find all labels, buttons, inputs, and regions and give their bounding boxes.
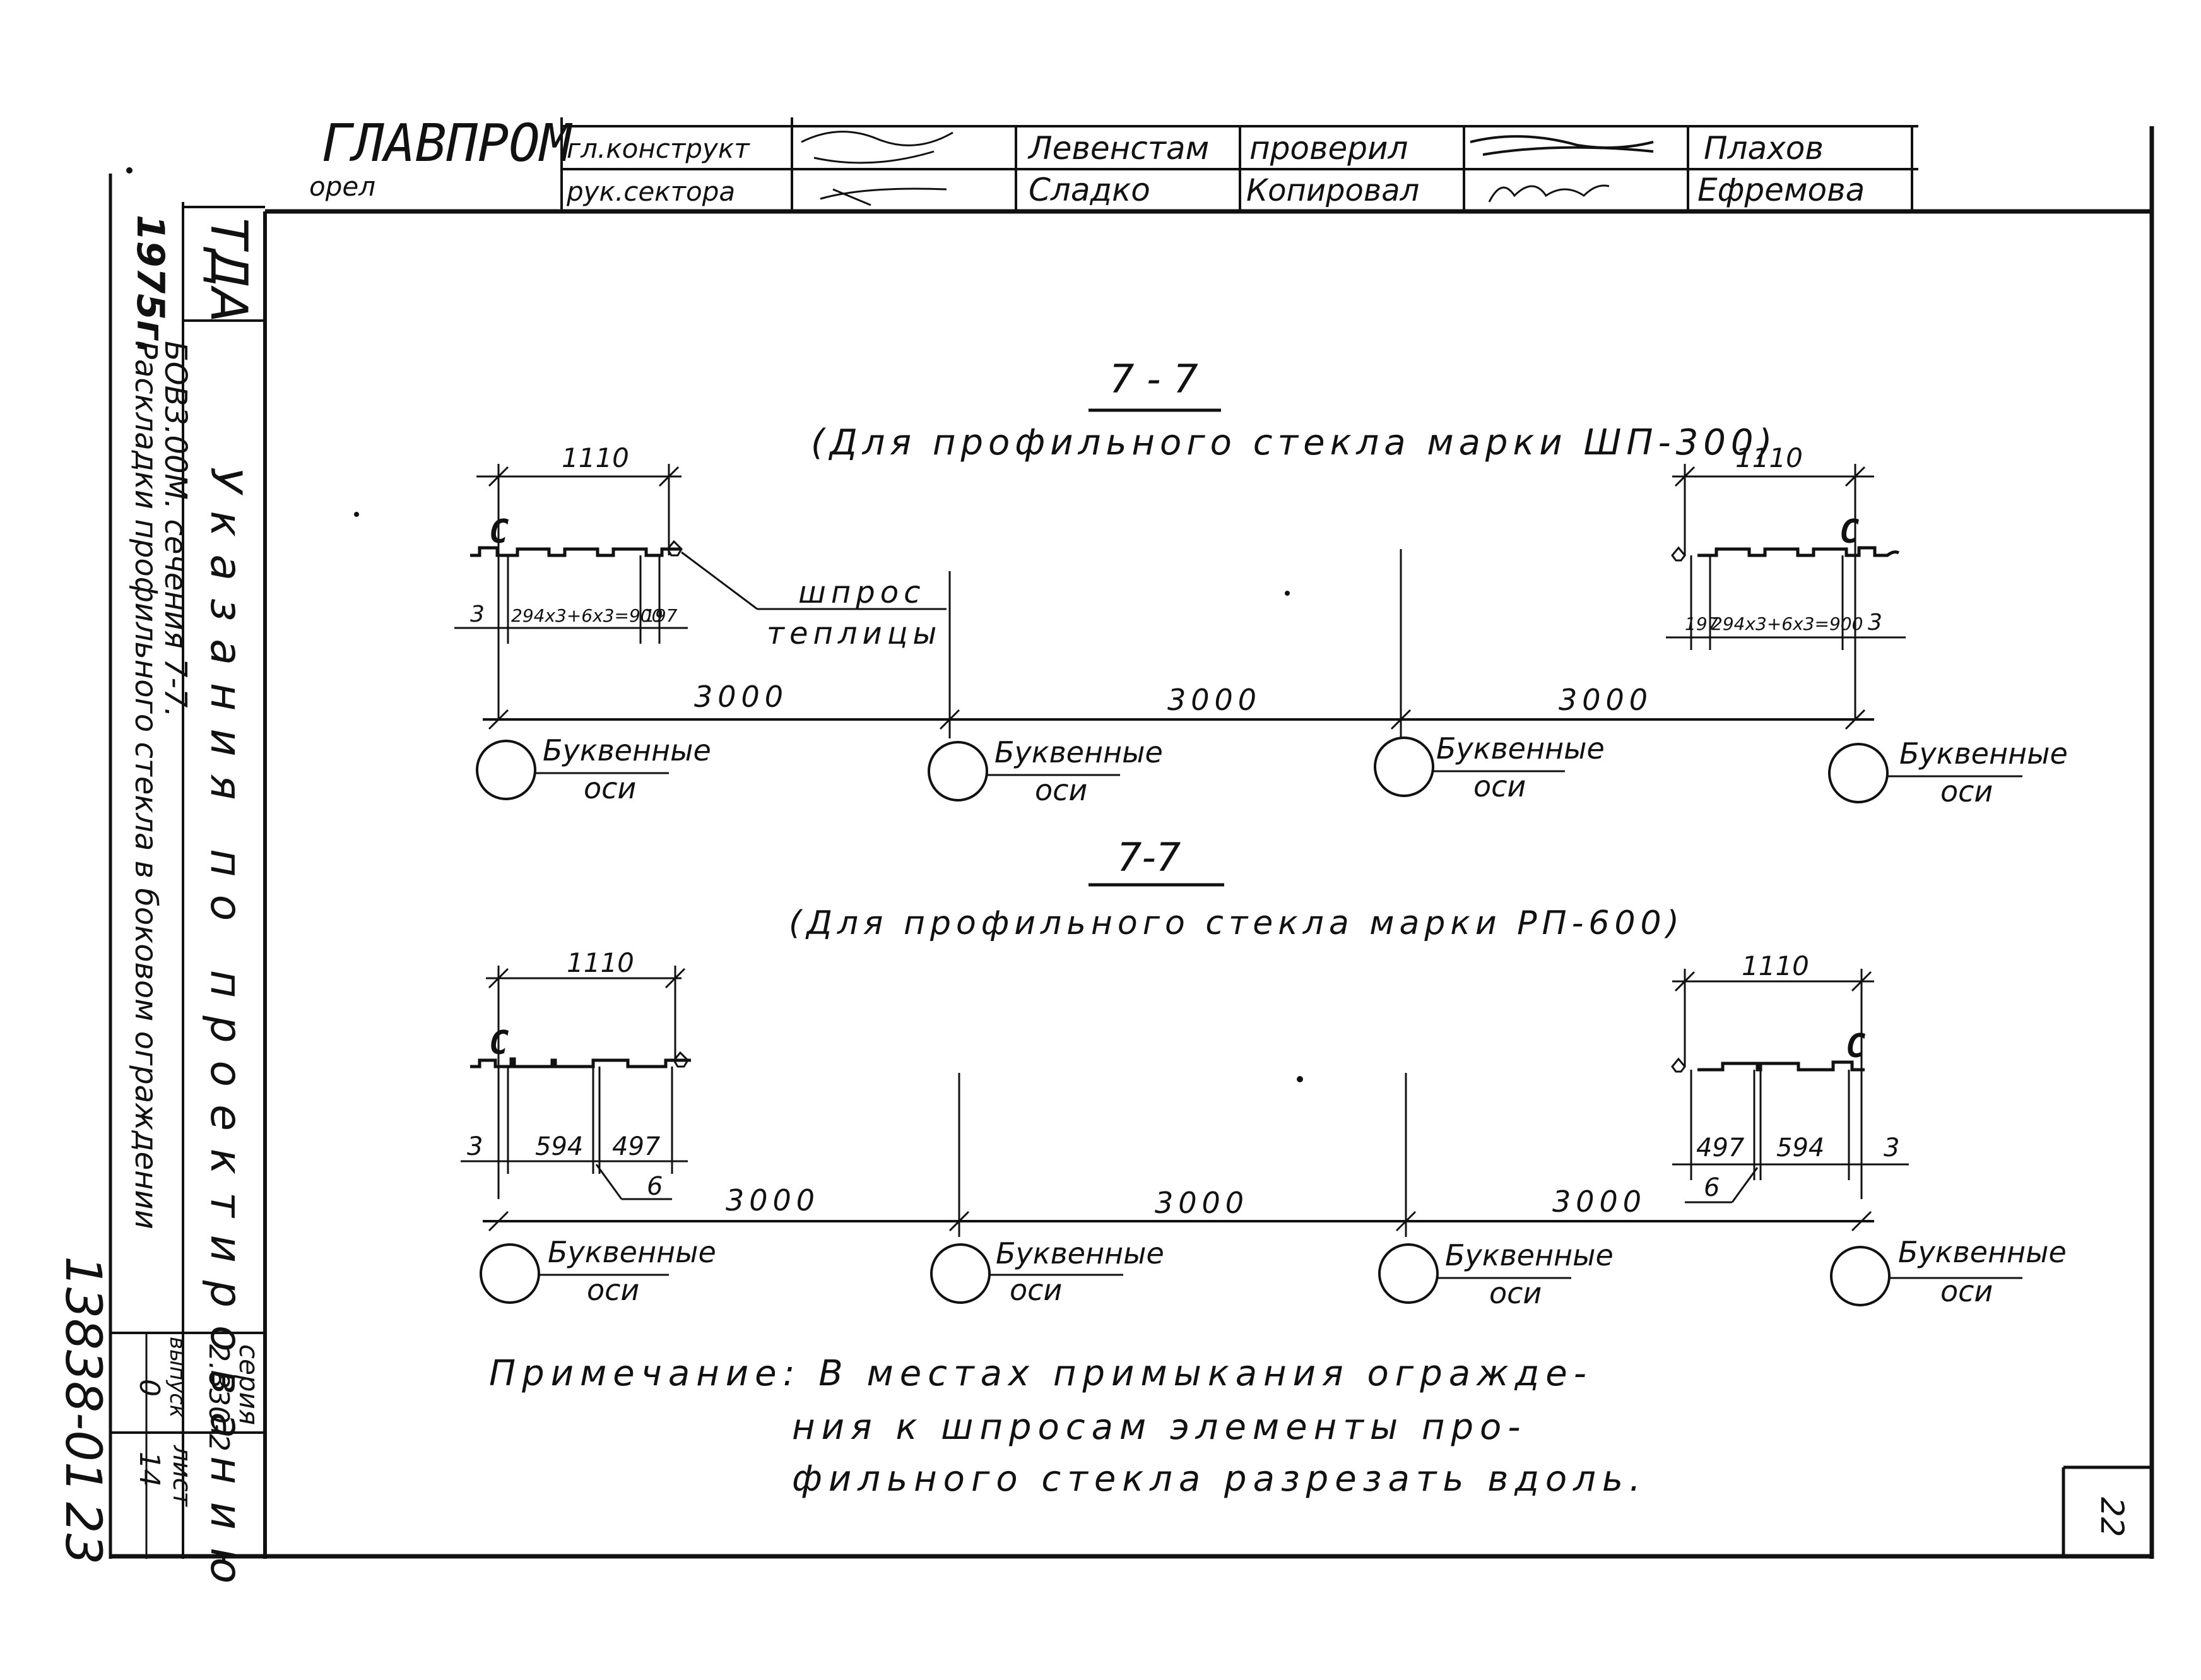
top-span-1: 3000 [694, 680, 788, 714]
bottom-axis-4-line2: оси [1940, 1274, 1993, 1308]
bottom-axis-2-line1: Буквенные [996, 1236, 1164, 1270]
bottom-axis-3-line1: Буквенные [1445, 1238, 1614, 1272]
bottom-axis-3-line2: оси [1489, 1276, 1542, 1310]
strip-year: 1975г. [128, 215, 172, 354]
bottom-seg-right-1: 594 [1776, 1133, 1824, 1162]
strip-sheet-label: лист [167, 1445, 196, 1508]
bottom-seg-left-1: 594 [535, 1132, 583, 1161]
bottom-axis-4-line1: Буквенные [1898, 1235, 2067, 1269]
bottom-seg-left-0: 3 [467, 1132, 483, 1161]
strip-code: ТДА [199, 218, 258, 322]
strip-sheet-value: 14 [133, 1452, 165, 1487]
name-efremova: Ефремова [1697, 172, 1865, 208]
note-line-2: ния к шпросам элементы про- [792, 1407, 1527, 1448]
strip-subject-2: БОВ3.00М. сечения 7-7. [158, 341, 193, 718]
section-bottom-mark: 7-7 [1117, 834, 1181, 880]
bottom-axis-1-line2: оси [587, 1273, 639, 1307]
bottom-span-1: 3000 [726, 1183, 820, 1217]
bottom-axis-2-line2: оси [1010, 1273, 1062, 1307]
top-profile-mark-right: С [1839, 513, 1859, 551]
bottom-seg-right-2: 3 [1884, 1133, 1899, 1162]
top-dim-1110-right: 1110 [1735, 442, 1803, 473]
callout-muntin: шпрос [798, 575, 926, 610]
top-profile-mark-left: С [489, 513, 509, 551]
section-bottom: 7-7 (Для профильного стекла марки РП-600… [461, 834, 2067, 1310]
strip-series-value: 2.830-2 [203, 1344, 235, 1452]
role-copied: Копировал [1246, 173, 1419, 208]
top-seg-right-0: 197 [1685, 613, 1719, 634]
bottom-dim-1110-right: 1110 [1742, 950, 1809, 981]
strip-subject-1: Раскладки профильного стекла в боковом о… [128, 341, 163, 1229]
top-axis-1-line1: Буквенные [543, 733, 711, 767]
top-seg-left-2: 197 [644, 605, 678, 626]
strip-issue-value: 0 [133, 1379, 165, 1397]
role-sector-head: рук.сектора [566, 176, 735, 207]
top-dim-1110-left: 1110 [562, 442, 629, 473]
name-levenstam: Левенстам [1027, 130, 1209, 167]
bottom-dim-1110-left: 1110 [567, 947, 634, 978]
bottom-span-3: 3000 [1552, 1185, 1646, 1219]
bottom-axis-1-line1: Буквенные [548, 1235, 716, 1269]
top-axis-4-line1: Буквенные [1899, 736, 2068, 771]
role-checked: проверил [1249, 130, 1408, 167]
org-city-fragment: орел [309, 171, 375, 202]
sheet-frame [109, 126, 2154, 1559]
top-seg-right-2: 3 [1868, 610, 1882, 636]
bottom-seg-right-0: 497 [1696, 1133, 1745, 1162]
name-plakhov: Плахов [1704, 130, 1824, 167]
left-strip: 1975г. ТДА Раскладки профильного стекла … [54, 215, 264, 1601]
top-axis-4-line2: оси [1940, 774, 1993, 808]
section-top-mark: 7 - 7 [1109, 356, 1198, 402]
top-axis-2-line2: оси [1035, 773, 1087, 807]
bottom-profile-mark-left: С [489, 1024, 509, 1062]
top-seg-left-0: 3 [470, 601, 485, 627]
bottom-gap-right: 6 [1704, 1173, 1720, 1202]
note-block: Примечание: В местах примыкания огражде-… [489, 1353, 1647, 1500]
top-axis-3-line2: оси [1473, 769, 1526, 803]
top-axis-2-line1: Буквенные [994, 735, 1163, 769]
note-line-1: Примечание: В местах примыкания огражде- [489, 1353, 1593, 1394]
bottom-seg-left-2: 497 [612, 1132, 661, 1161]
section-bottom-caption: (Для профильного стекла марки РП-600) [789, 904, 1684, 942]
note-line-3: фильного стекла разрезать вдоль. [792, 1458, 1647, 1500]
top-span-2: 3000 [1167, 683, 1261, 717]
top-seg-right-1: 294х3+6х3=900 [1711, 613, 1863, 634]
top-span-3: 3000 [1559, 683, 1653, 717]
role-chief-designer: гл.конструкт [567, 133, 750, 164]
bottom-profile-mark-right: С [1846, 1027, 1865, 1065]
specks [126, 167, 1303, 1082]
bottom-gap-left: 6 [647, 1172, 663, 1201]
section-top-caption: (Для профильного стекла марки ШП-300) [811, 422, 1777, 463]
org-name: ГЛАВПРОМ [322, 114, 573, 174]
title-block: ГЛАВПРОМ орел гл.конструкт Левенстам про… [309, 114, 1918, 213]
name-sladko: Сладко [1029, 172, 1150, 208]
callout-greenhouse: теплицы [767, 616, 941, 651]
top-seg-left-1: 294х3+6х3=900 [511, 605, 663, 626]
bottom-span-2: 3000 [1155, 1186, 1249, 1220]
top-axis-1-line2: оси [584, 771, 636, 805]
strip-series-label: серия [233, 1344, 264, 1425]
archive-number: 13838-01 [54, 1256, 111, 1493]
strip-guide: Указания по проектированию [201, 467, 251, 1601]
strip-issue-label: выпуск [165, 1337, 190, 1418]
top-axis-3-line1: Буквенные [1436, 731, 1605, 766]
section-top: 7 - 7 (Для профильного стекла марки ШП-3… [454, 356, 2068, 808]
page-number: 22 [2094, 1497, 2130, 1537]
archive-page: 23 [54, 1502, 111, 1565]
